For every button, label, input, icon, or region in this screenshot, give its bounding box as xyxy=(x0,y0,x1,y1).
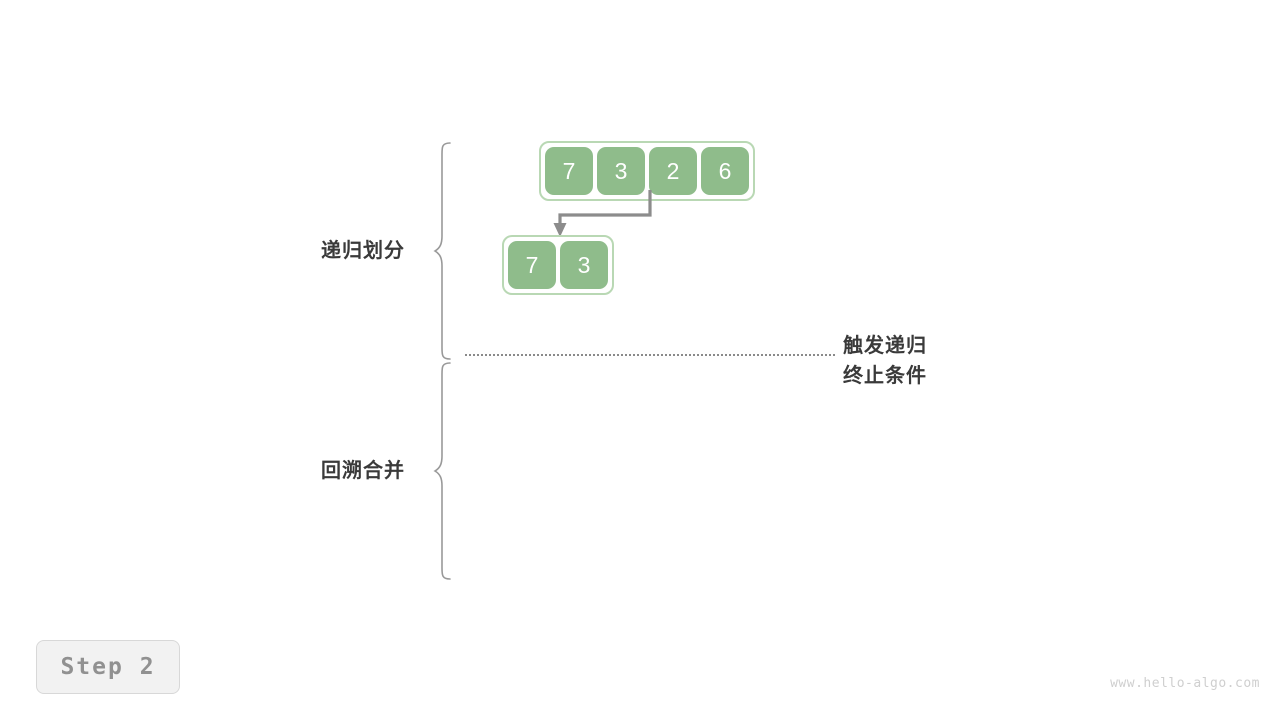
watermark: www.hello-algo.com xyxy=(1110,676,1260,691)
annotation-line-1: 触发递归 xyxy=(843,335,927,357)
down-arrow-icon xyxy=(553,190,652,237)
array-cell: 6 xyxy=(701,147,749,195)
section-label-divide: 递归划分 xyxy=(321,240,405,262)
array-cell: 3 xyxy=(560,241,608,289)
array-cell: 7 xyxy=(545,147,593,195)
array-cell: 2 xyxy=(649,147,697,195)
step-badge: Step 2 xyxy=(36,640,180,694)
annotation-recursion-base-case: 触发递归 终止条件 xyxy=(843,331,927,391)
left-subarray: 7 3 xyxy=(502,235,614,295)
recursion-boundary-divider xyxy=(465,354,835,356)
array-cell: 3 xyxy=(597,147,645,195)
curly-brace-icon-divide xyxy=(433,142,451,360)
array-cell: 7 xyxy=(508,241,556,289)
section-label-merge: 回溯合并 xyxy=(321,460,405,482)
curly-brace-icon-merge xyxy=(433,362,451,580)
root-array: 7 3 2 6 xyxy=(539,141,755,201)
annotation-line-2: 终止条件 xyxy=(843,365,927,387)
